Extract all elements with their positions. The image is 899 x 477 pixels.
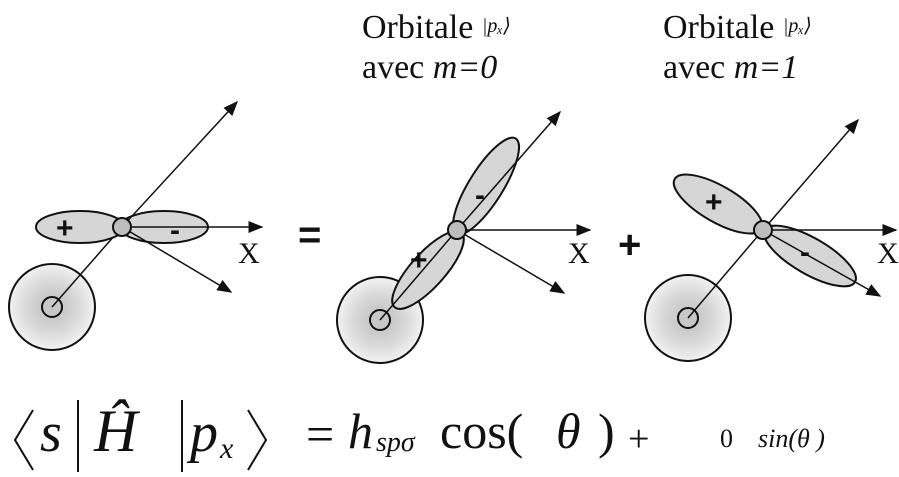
equation-h: h xyxy=(348,403,373,459)
caption-m1-var: m=1 xyxy=(733,49,799,86)
caption-m0: Orbitale |pₓ⟩ avec m=0 xyxy=(362,6,511,88)
braket-brackets xyxy=(13,400,268,472)
caption-m0-ket: |pₓ⟩ xyxy=(481,15,511,37)
equation-equals: = xyxy=(306,406,335,462)
caption-m0-title: Orbitale xyxy=(362,9,474,46)
equation-sin-term: sin(θ ) xyxy=(758,424,825,453)
equation-p: p xyxy=(190,402,218,464)
bond-line-middle xyxy=(379,229,458,321)
caption-m1-ket: |pₓ⟩ xyxy=(782,15,812,37)
axis-up-left xyxy=(121,100,239,228)
axis-down-middle xyxy=(456,229,566,294)
x-axis-label-right: X xyxy=(877,237,899,270)
equation-cos: cos( xyxy=(440,403,524,459)
equation-close-paren: ) xyxy=(598,403,615,459)
left-orbital-group xyxy=(8,100,264,351)
axis-down-right xyxy=(762,229,882,297)
plus-operator: + xyxy=(618,223,641,267)
equals-operator: = xyxy=(298,213,321,257)
sign-plus-middle: + xyxy=(410,244,428,277)
sign-plus-right: + xyxy=(705,186,723,219)
caption-m1: Orbitale |pₓ⟩ avec m=1 xyxy=(663,6,812,88)
axis-up-right xyxy=(762,118,859,231)
equation-p-subscript: x xyxy=(220,432,234,465)
right-orbital-group xyxy=(644,118,898,362)
equation-theta: θ xyxy=(556,403,581,459)
axis-up-middle xyxy=(456,110,561,231)
sign-minus-middle: - xyxy=(475,179,485,212)
sign-minus-left: - xyxy=(170,214,180,247)
p-nucleus-middle xyxy=(447,220,467,240)
equation-h-subscript: spσ xyxy=(376,427,415,458)
sign-plus-left: + xyxy=(56,212,74,245)
bond-line-left xyxy=(51,226,123,308)
axis-down-left xyxy=(121,226,233,293)
p-lobe-plus-left xyxy=(35,210,125,244)
equation-zero-term: 0 xyxy=(720,424,733,453)
middle-orbital-group xyxy=(336,110,592,364)
x-axis-label-left: X xyxy=(238,237,260,270)
caption-m0-prefix: avec xyxy=(362,49,433,86)
p-nucleus-right xyxy=(753,220,773,240)
sign-minus-right: - xyxy=(800,236,810,269)
caption-m1-title: Orbitale xyxy=(663,9,775,46)
equation-hamiltonian: Ĥ xyxy=(94,398,138,464)
equation-plus: + xyxy=(628,418,650,460)
equation-bra-s: s xyxy=(40,402,62,464)
p-nucleus-left xyxy=(112,217,132,237)
x-axis-label-middle: X xyxy=(568,237,590,270)
bond-line-right xyxy=(687,229,764,319)
caption-m0-var: m=0 xyxy=(432,49,498,86)
caption-m1-prefix: avec xyxy=(663,49,734,86)
